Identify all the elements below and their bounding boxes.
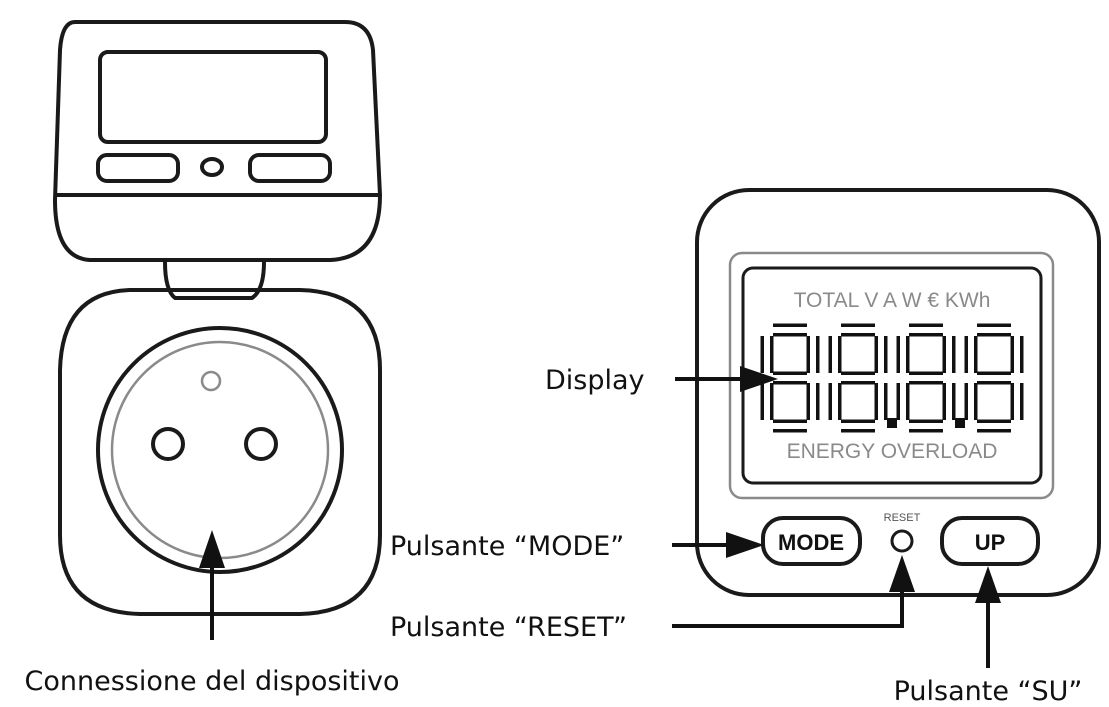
lcd-bottom-label: ENERGY OVERLOAD (787, 440, 998, 463)
plug-adapter (53, 20, 382, 616)
callout-socket-label: Connessione del dispositivo (24, 666, 399, 697)
callout-up: Pulsante “SU” (894, 566, 1083, 707)
lcd-digits (760, 323, 1024, 433)
lcd-decimal-point (887, 418, 897, 428)
callout-socket-arrowhead (199, 530, 225, 568)
adapter-neck (163, 260, 266, 300)
lcd-digit (964, 323, 1024, 433)
callout-up-label: Pulsante “SU” (894, 676, 1083, 707)
callout-socket: Connessione del dispositivo (24, 530, 400, 697)
mode-button[interactable]: MODE (761, 516, 862, 566)
socket-earth-pin (200, 370, 222, 392)
adapter-socket-body (58, 288, 382, 616)
lcd-digit (828, 323, 888, 433)
lcd-digit (760, 323, 820, 433)
lcd-bezel (728, 251, 1055, 500)
panel-frame (695, 188, 1101, 597)
up-button-label: UP (975, 530, 1006, 555)
adapter-mini-display (98, 50, 328, 144)
callout-reset: Pulsante “RESET” (390, 555, 915, 643)
lcd-top-label: TOTAL V A W € KWh (794, 289, 991, 312)
adapter-top-housing (53, 20, 382, 262)
callout-reset-arrow (672, 590, 904, 628)
lcd-decimal-point (955, 418, 965, 428)
lcd-digit (896, 323, 956, 433)
up-button-shape[interactable] (940, 516, 1040, 566)
adapter-mini-reset (200, 157, 224, 177)
adapter-mini-button-left (96, 153, 180, 183)
callout-up-arrowhead (975, 566, 1001, 603)
callout-mode-arrowhead (726, 532, 764, 558)
reset-button[interactable]: RESET (884, 512, 921, 553)
mode-button-label: MODE (778, 530, 844, 555)
reset-button-shape[interactable] (890, 529, 914, 553)
socket-hole-right (244, 427, 278, 461)
callout-reset-arrowhead (889, 555, 915, 592)
meter-front-panel: TOTAL V A W € KWh ENERGY OVERLOAD MODE R… (695, 188, 1101, 597)
callout-reset-label: Pulsante “RESET” (390, 612, 627, 643)
socket-inner-ring (110, 340, 330, 560)
reset-button-label: RESET (884, 512, 921, 524)
adapter-mini-button-right (248, 153, 332, 183)
socket-hole-left (151, 427, 185, 461)
mode-button-shape[interactable] (761, 516, 862, 566)
callout-mode-label: Pulsante “MODE” (390, 531, 624, 562)
callout-mode: Pulsante “MODE” (390, 531, 764, 562)
up-button[interactable]: UP (940, 516, 1040, 566)
callout-display-arrowhead (740, 366, 778, 392)
socket-outer-ring (96, 326, 344, 574)
callout-display-label: Display (545, 365, 645, 396)
callout-display: Display (545, 365, 778, 396)
